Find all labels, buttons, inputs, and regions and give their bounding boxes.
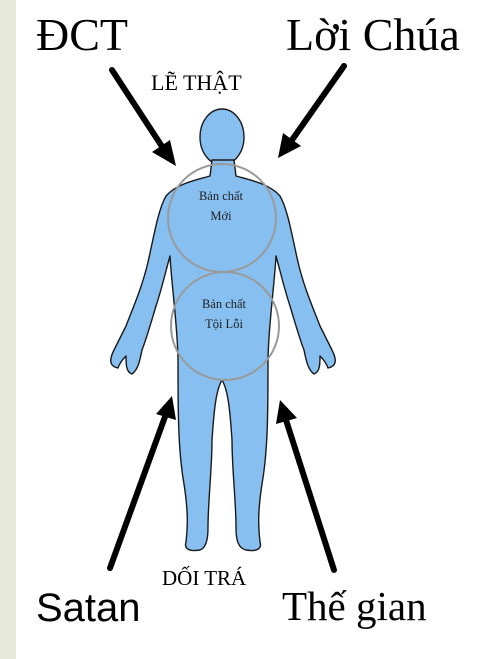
truth-label: LẼ THẬT [151, 72, 242, 94]
dct-label: ĐCT [36, 12, 128, 58]
new-nature-label: Bản chất Mới [166, 186, 276, 226]
arrow-from-satan [110, 396, 176, 568]
sin-nature-line1: Bản chất [169, 294, 279, 314]
sin-nature-label: Bản chất Tội Lỗi [169, 294, 279, 334]
new-nature-line2: Mới [166, 206, 276, 226]
new-nature-line1: Bản chất [166, 186, 276, 206]
arrow-from-loi-chua [278, 66, 344, 158]
satan-label: Satan [36, 588, 141, 628]
sin-nature-line2: Tội Lỗi [169, 314, 279, 334]
loi-chua-label: Lời Chúa [286, 12, 460, 58]
arrow-from-the-gian [276, 400, 334, 570]
lies-label: DỐI TRÁ [162, 568, 246, 589]
the-gian-label: Thế gian [282, 586, 427, 627]
